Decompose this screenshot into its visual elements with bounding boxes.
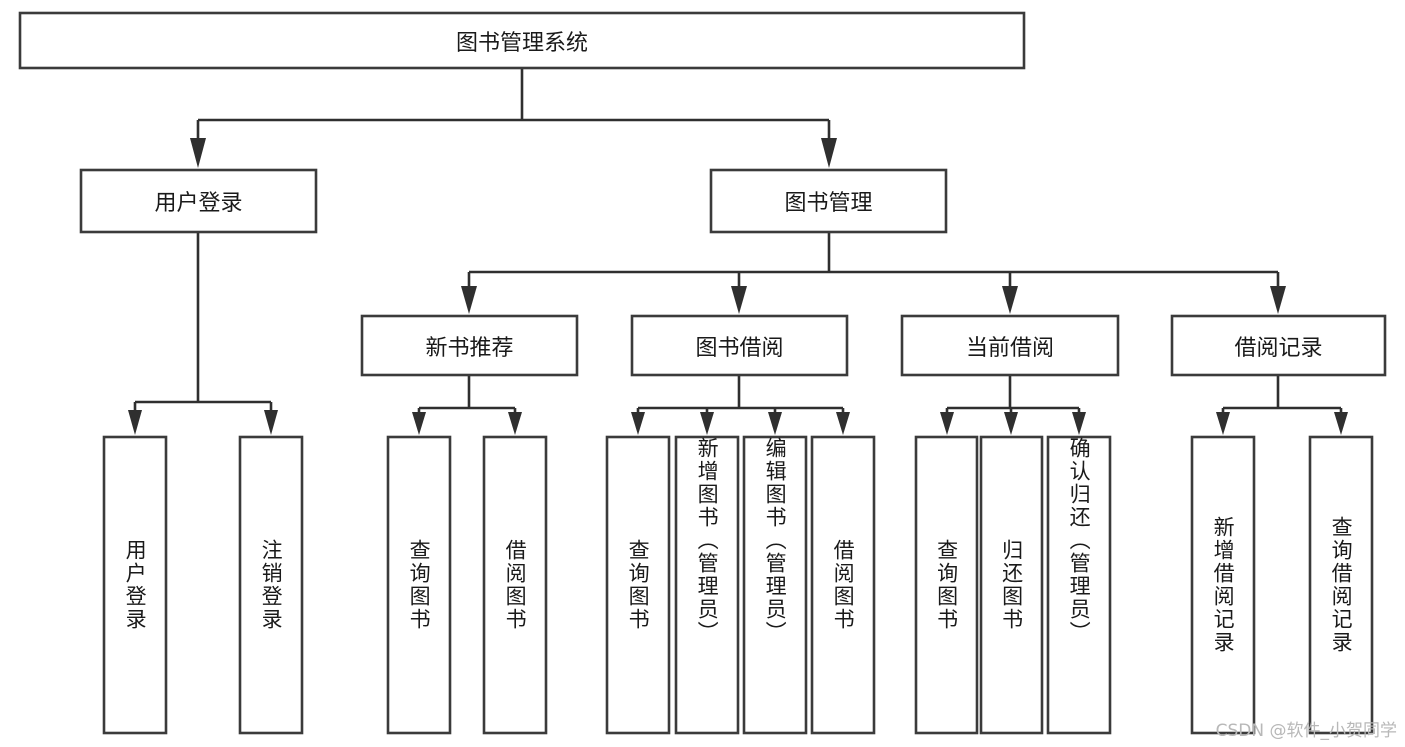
arrow-root-to-user-login [190,138,206,168]
edge-group-book-mgmt [461,232,1286,314]
edge-group-book-borrow [631,375,850,435]
arrow-nbr-borrow-book [508,412,522,435]
edge-group-user-login [128,232,278,435]
arrow-to-user-login-leaf [128,410,142,435]
node-box-leaf-bb-query-book[interactable] [605,435,671,735]
node-box-leaf-br-query-record[interactable] [1308,435,1374,735]
edge-group-root [190,68,837,168]
node-box-leaf-logout[interactable] [238,435,304,735]
arrow-root-to-book-mgmt [821,138,837,168]
arrow-cb-confirm-return [1072,412,1086,435]
arrow-cb-query-book [940,412,954,435]
node-box-book-management[interactable] [709,168,948,234]
arrow-bb-borrow-book [836,412,850,435]
arrow-cb-return-book [1004,412,1018,435]
arrow-nbr-query-book [412,412,426,435]
node-box-leaf-nbr-query-book[interactable] [386,435,452,735]
arrow-to-current-borrow [1002,286,1018,314]
arrow-br-query-record [1334,412,1348,435]
arrow-to-new-book-rec [461,286,477,314]
edge-group-new-book-rec [412,375,522,435]
node-box-leaf-bb-borrow-book[interactable] [810,435,876,735]
node-box-leaf-bb-edit-book[interactable] [742,435,808,735]
node-box-current-borrow[interactable] [900,314,1120,377]
node-box-user-login[interactable] [79,168,318,234]
arrow-bb-edit-book [768,412,782,435]
node-box-root[interactable] [18,11,1026,70]
arrow-to-book-borrow [731,286,747,314]
arrow-to-logout-leaf [264,410,278,435]
node-box-leaf-user-login[interactable] [102,435,168,735]
node-box-leaf-cb-return-book[interactable] [979,435,1044,735]
edge-group-borrow-record [1216,375,1348,435]
node-box-leaf-bb-add-book[interactable] [674,435,740,735]
node-box-leaf-cb-query-book[interactable] [914,435,979,735]
arrow-bb-add-book [700,412,714,435]
node-box-book-borrow[interactable] [630,314,849,377]
arrow-br-add-record [1216,412,1230,435]
edge-group-current-borrow [940,375,1086,435]
node-box-leaf-nbr-borrow-book[interactable] [482,435,548,735]
node-box-borrow-record[interactable] [1170,314,1387,377]
node-box-leaf-br-add-record[interactable] [1190,435,1256,735]
arrow-to-borrow-record [1270,286,1286,314]
arrow-bb-query-book [631,412,645,435]
node-box-leaf-cb-confirm-return[interactable] [1046,435,1112,735]
node-box-new-book-recommend[interactable] [360,314,579,377]
